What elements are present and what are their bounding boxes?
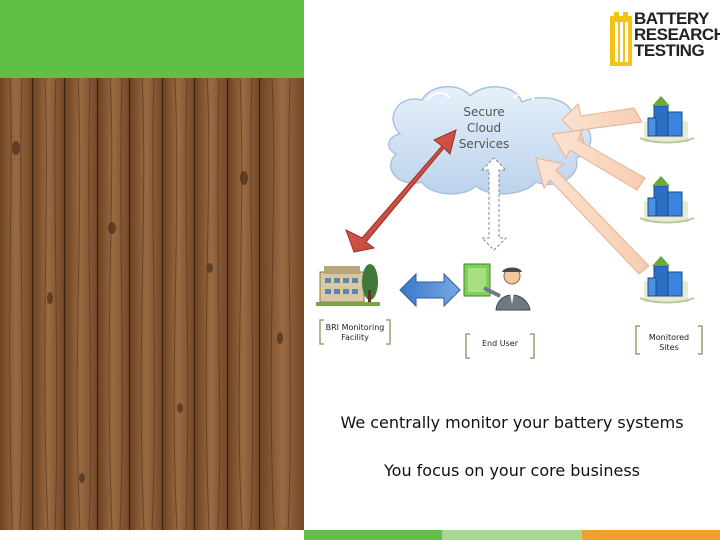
bottom-color-bar (0, 530, 720, 540)
logo-line-3: TESTING (634, 41, 705, 61)
facility-cloud-arrow (345, 129, 457, 253)
monitored-site-icon-bottom (639, 256, 695, 304)
monitored-sites-label: Monitored Sites (648, 333, 690, 352)
site-arrow-middle (551, 129, 646, 191)
bottom-bar-segment-green (304, 530, 442, 540)
wood-texture-panel (0, 78, 304, 530)
bottom-bar-segment-orange (582, 530, 720, 540)
monitored-site-icon-top (639, 96, 695, 144)
bottom-bar-segment-white (0, 530, 304, 540)
facility-label: BRI Monitoring Facility (325, 323, 385, 342)
green-header-block (0, 0, 304, 78)
site-arrow-bottom (535, 157, 650, 275)
battery-logo-icon (610, 12, 632, 66)
wood-planks (0, 78, 304, 530)
caption-line-1: We centrally monitor your battery system… (340, 413, 684, 432)
cloud-label: Secure Cloud Services (458, 105, 510, 152)
end-user-label: End User (482, 339, 518, 348)
monitored-site-icon-middle (639, 176, 695, 224)
monitoring-diagram (316, 85, 703, 359)
logo-line-2: RESEARCH (634, 25, 720, 45)
label-brackets (319, 319, 703, 359)
facility-building-icon (316, 264, 380, 306)
end-user-icon (463, 263, 531, 311)
logo-wordmark: BATTERY RESEARCH TESTING (634, 9, 720, 61)
logo-line-1: BATTERY (634, 9, 709, 28)
enduser-cloud-arrow (480, 157, 508, 251)
caption-line-2: You focus on your core business (384, 461, 640, 480)
bottom-bar-segment-lightgreen (442, 530, 582, 540)
facility-enduser-arrow (399, 272, 461, 308)
